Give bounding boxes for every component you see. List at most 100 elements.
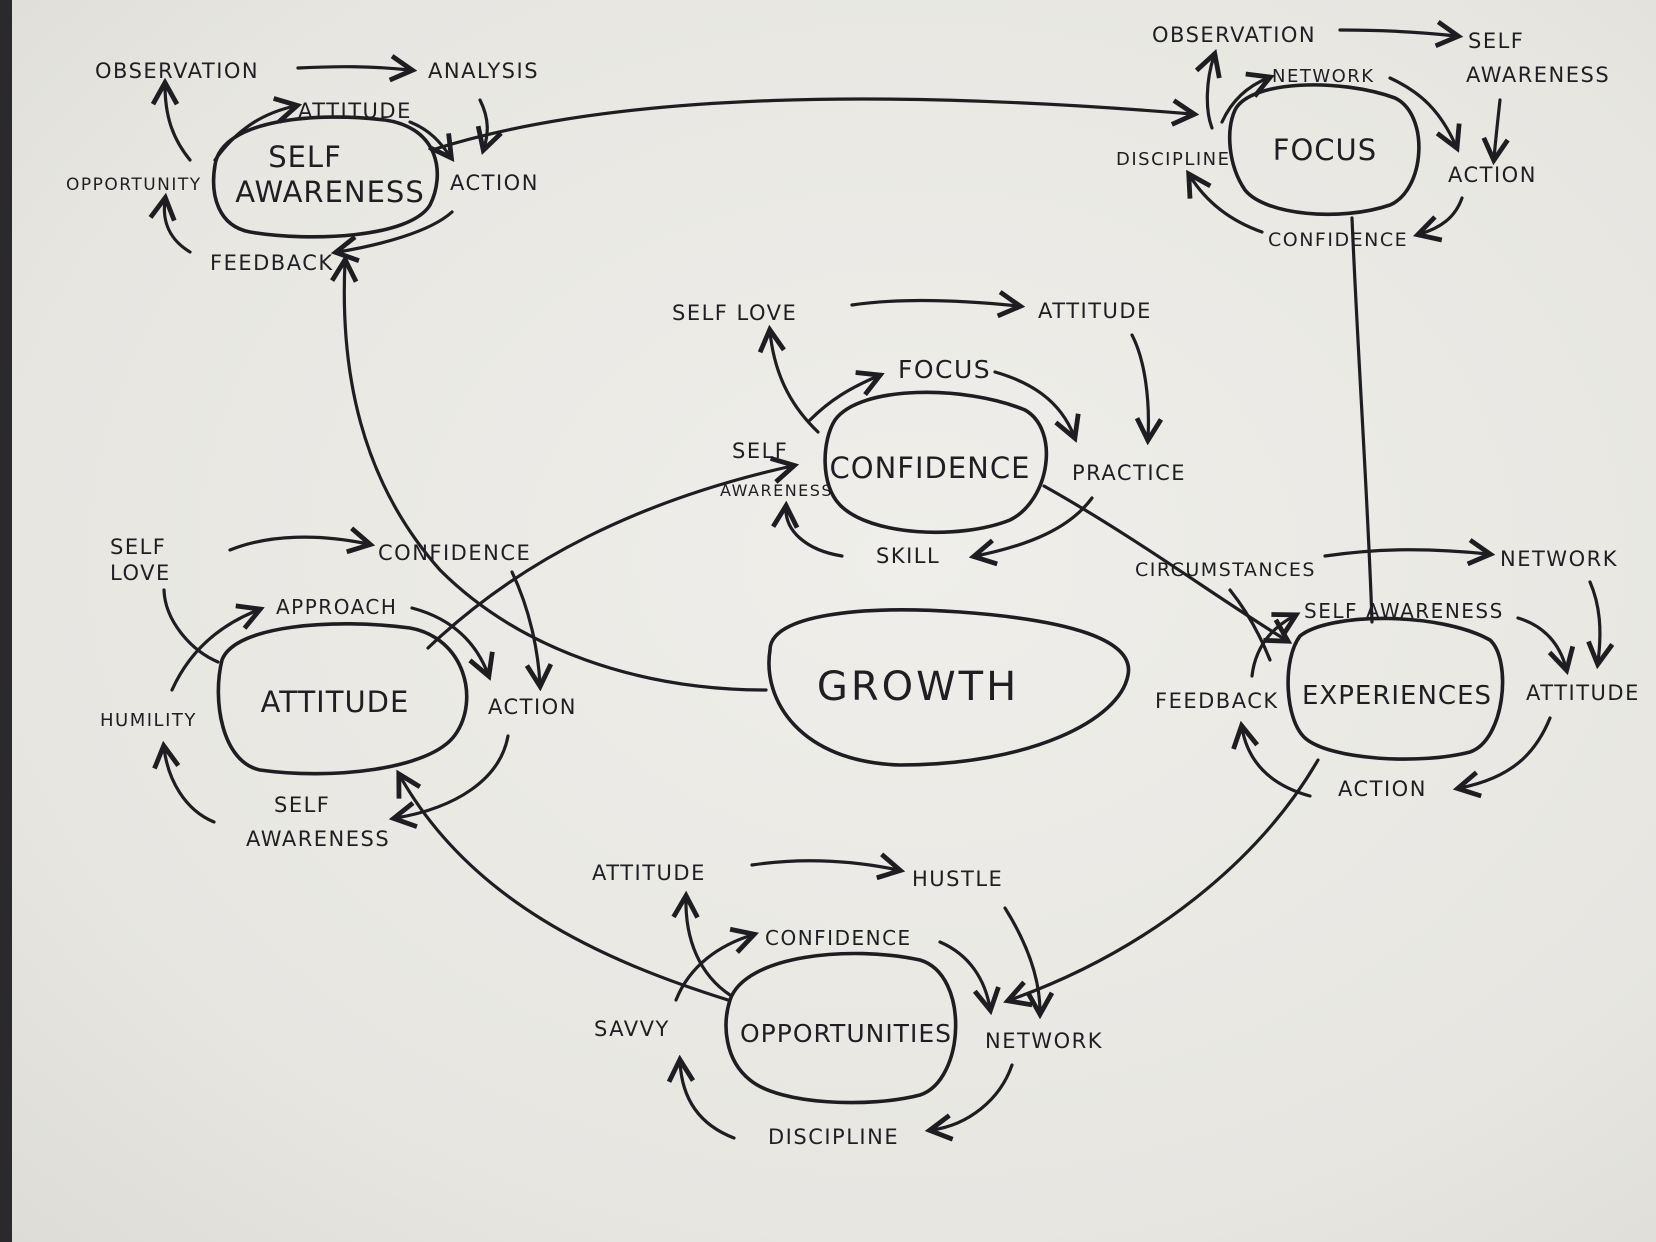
label-attitude: ATTITUDE <box>1038 299 1152 323</box>
label-opportunity: OPPORTUNITY <box>66 175 202 195</box>
label-observation: OBSERVATION <box>1152 23 1316 47</box>
arrow-self-love-attitude <box>162 588 220 664</box>
arrow-self-awareness-self-love <box>770 332 820 434</box>
cluster-opportunities: OPPORTUNITIES ATTITUDE HUSTLE CONFIDENCE… <box>592 861 1103 1149</box>
label-approach: APPROACH <box>276 595 397 619</box>
dark-table-edge <box>0 0 12 1242</box>
label-action: ACTION <box>450 171 539 195</box>
label-skill: SKILL <box>876 544 940 568</box>
label-focus: FOCUS <box>898 355 991 384</box>
core-label-attitude: ATTITUDE <box>261 685 410 719</box>
arrow-confidence-discipline <box>1190 176 1264 234</box>
arrow-self-awareness-focus <box>808 376 878 422</box>
label-practice: PRACTICE <box>1072 461 1186 485</box>
arrow-feedback-opportunity <box>164 200 192 254</box>
label-discipline: DISCIPLINE <box>1116 149 1231 170</box>
label-awareness: AWARENESS <box>246 827 390 851</box>
core-label-opportunities: OPPORTUNITIES <box>740 1019 952 1048</box>
arrow-network-attitude <box>1590 580 1600 662</box>
arrow-opportunity-attitude <box>213 106 295 162</box>
cluster-confidence: CONFIDENCE SELF LOVE ATTITUDE FOCUS PRAC… <box>672 299 1186 568</box>
arrow-confidence-network <box>938 940 990 1008</box>
label-action: ACTION <box>1448 163 1537 187</box>
label-attitude: ATTITUDE <box>1526 681 1640 705</box>
arrow-self-awareness-attitude <box>1516 616 1566 668</box>
connector-self-awareness-focus <box>430 97 1192 152</box>
growth-node: GROWTH <box>767 608 1131 767</box>
label-love: LOVE <box>110 561 171 585</box>
arrow-analysis-action <box>480 98 487 148</box>
connector-focus-experiences <box>1350 216 1374 624</box>
label-action: ACTION <box>1338 777 1427 801</box>
core-label-experiences: EXPERIENCES <box>1302 681 1492 711</box>
arrow-discipline-savvy <box>680 1062 736 1140</box>
arrow-attitude-action <box>408 120 450 156</box>
arrow-self-awareness-action <box>1494 98 1500 158</box>
core-label-line2: AWARENESS <box>235 175 425 209</box>
arrow-circumstances-feedback <box>1228 588 1272 662</box>
connector-growth-self-awareness <box>344 262 768 692</box>
cluster-focus: FOCUS OBSERVATION SELF AWARENESS NETWORK… <box>1116 23 1610 251</box>
label-attitude: ATTITUDE <box>592 861 706 885</box>
label-self-love: SELF LOVE <box>672 301 797 325</box>
label-network: NETWORK <box>1272 66 1375 87</box>
arrow-approach-action <box>410 606 488 674</box>
label-analysis: ANALYSIS <box>428 59 539 83</box>
arrow-action-confidence <box>1420 196 1464 234</box>
label-self: SELF <box>274 793 330 817</box>
arrow-network-discipline <box>932 1063 1014 1130</box>
label-savvy: SAVVY <box>594 1017 670 1041</box>
label-awareness: AWARENESS <box>720 481 833 500</box>
arrow-attitude-practice <box>1130 333 1148 438</box>
label-self-awareness: SELF AWARENESS <box>1304 599 1504 623</box>
arrow-network-action <box>1388 76 1456 146</box>
connector-opportunities-attitude <box>400 776 730 1002</box>
arrow-opportunity-observation <box>165 85 192 162</box>
arrow-self-love-attitude <box>850 301 1018 306</box>
label-hustle: HUSTLE <box>912 867 1003 891</box>
label-humility: HUMILITY <box>100 710 197 731</box>
core-label-line1: SELF <box>268 140 342 174</box>
connector-attitude-confidence <box>426 466 792 650</box>
arrow-savvy-attitude <box>686 898 732 997</box>
label-awareness: AWARENESS <box>1466 63 1610 87</box>
label-network: NETWORK <box>985 1029 1103 1053</box>
label-self: SELF <box>1468 29 1524 53</box>
label-action: ACTION <box>488 695 577 719</box>
label-observation: OBSERVATION <box>95 59 259 83</box>
arrow-savvy-confidence <box>674 935 752 1002</box>
arrow-action-feedback <box>1242 728 1312 798</box>
cluster-connectors <box>344 97 1374 1002</box>
arrow-confidence-action <box>510 570 540 684</box>
cluster-self-awareness: SELF AWARENESS OBSERVATION ANALYSIS ATTI… <box>66 59 539 275</box>
label-self: SELF <box>732 439 788 463</box>
label-confidence: CONFIDENCE <box>765 926 912 950</box>
arrow-circumstances-network <box>1323 550 1488 556</box>
label-network: NETWORK <box>1500 547 1618 571</box>
label-discipline: DISCIPLINE <box>768 1125 899 1149</box>
connector-confidence-experiences <box>1042 484 1286 640</box>
arrow-action-feedback <box>338 210 454 252</box>
arrow-humility-approach <box>170 610 258 692</box>
cluster-experiences: EXPERIENCES CIRCUMSTANCES NETWORK SELF A… <box>1135 547 1640 801</box>
arrow-hustle-network <box>1003 906 1040 1012</box>
arrow-skill-self-awareness <box>786 508 844 558</box>
connector-experiences-opportunities <box>1010 758 1320 1000</box>
label-self: SELF <box>110 535 166 559</box>
arrow-observation-self-awareness <box>1338 30 1456 36</box>
arrow-action-self-awareness <box>396 734 510 818</box>
label-feedback: FEEDBACK <box>1155 689 1279 713</box>
arrow-self-awareness-humility <box>164 748 216 824</box>
arrow-observation-analysis <box>296 67 410 70</box>
arrow-focus-practice <box>993 370 1074 436</box>
arrow-discipline-observation <box>1207 56 1214 130</box>
label-confidence: CONFIDENCE <box>1268 229 1408 251</box>
arrow-attitude-hustle <box>750 861 898 870</box>
label-attitude: ATTITUDE <box>298 99 412 123</box>
arrow-self-love-confidence <box>228 537 368 550</box>
label-confidence: CONFIDENCE <box>378 541 531 565</box>
cluster-attitude: ATTITUDE SELF LOVE CONFIDENCE APPROACH A… <box>100 535 577 851</box>
growth-label: GROWTH <box>817 664 1019 710</box>
arrow-discipline-network <box>1220 78 1268 124</box>
